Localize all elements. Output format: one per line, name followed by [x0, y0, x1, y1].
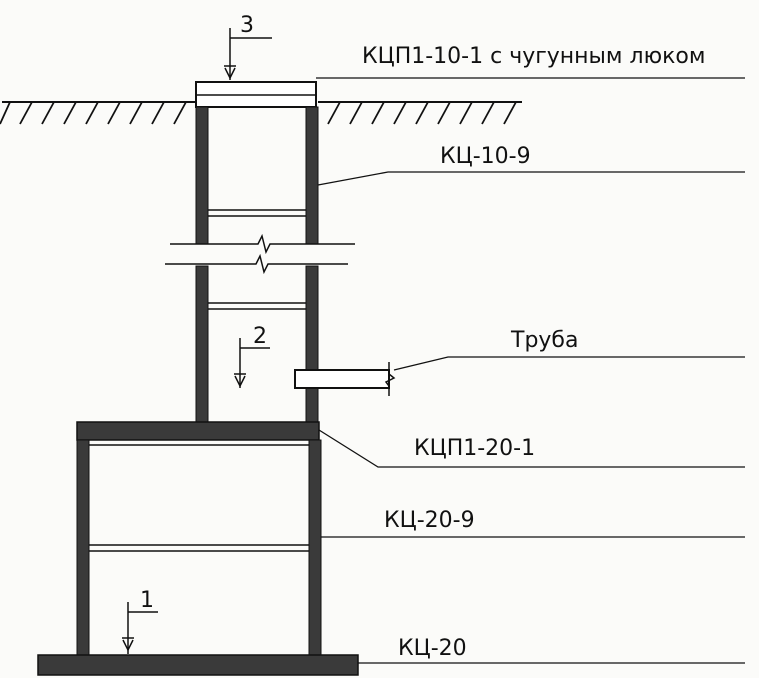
level-1-label: 1: [140, 588, 154, 613]
level-3-label: 3: [240, 13, 254, 38]
break-lines: [165, 233, 355, 275]
transition-slab: [76, 421, 320, 446]
level-mark-2: [234, 338, 270, 388]
ground-surface: [0, 101, 522, 125]
label-upper-ring: КЦ-10-9: [440, 144, 531, 169]
leader-lines: [316, 77, 745, 664]
lower-chamber-walls: [76, 439, 322, 656]
lower-ring-joints: [89, 544, 309, 552]
label-transition-slab: КЦП1-20-1: [414, 436, 535, 461]
label-pipe: Труба: [510, 328, 578, 353]
bottom-slab: [37, 654, 359, 676]
level-mark-3: [224, 28, 272, 80]
label-lower-ring: КЦ-20-9: [384, 508, 475, 533]
level-mark-1: [122, 602, 158, 654]
upper-shaft-walls: [195, 106, 319, 423]
pipe: [294, 362, 396, 396]
level-2-label: 2: [253, 324, 267, 349]
label-bottom-slab: КЦ-20: [398, 636, 467, 661]
upper-ring-joints: [208, 209, 306, 310]
hatch-cover-slab: [195, 81, 317, 108]
label-hatch-cover: КЦП1-10-1 с чугунным люком: [362, 44, 705, 69]
